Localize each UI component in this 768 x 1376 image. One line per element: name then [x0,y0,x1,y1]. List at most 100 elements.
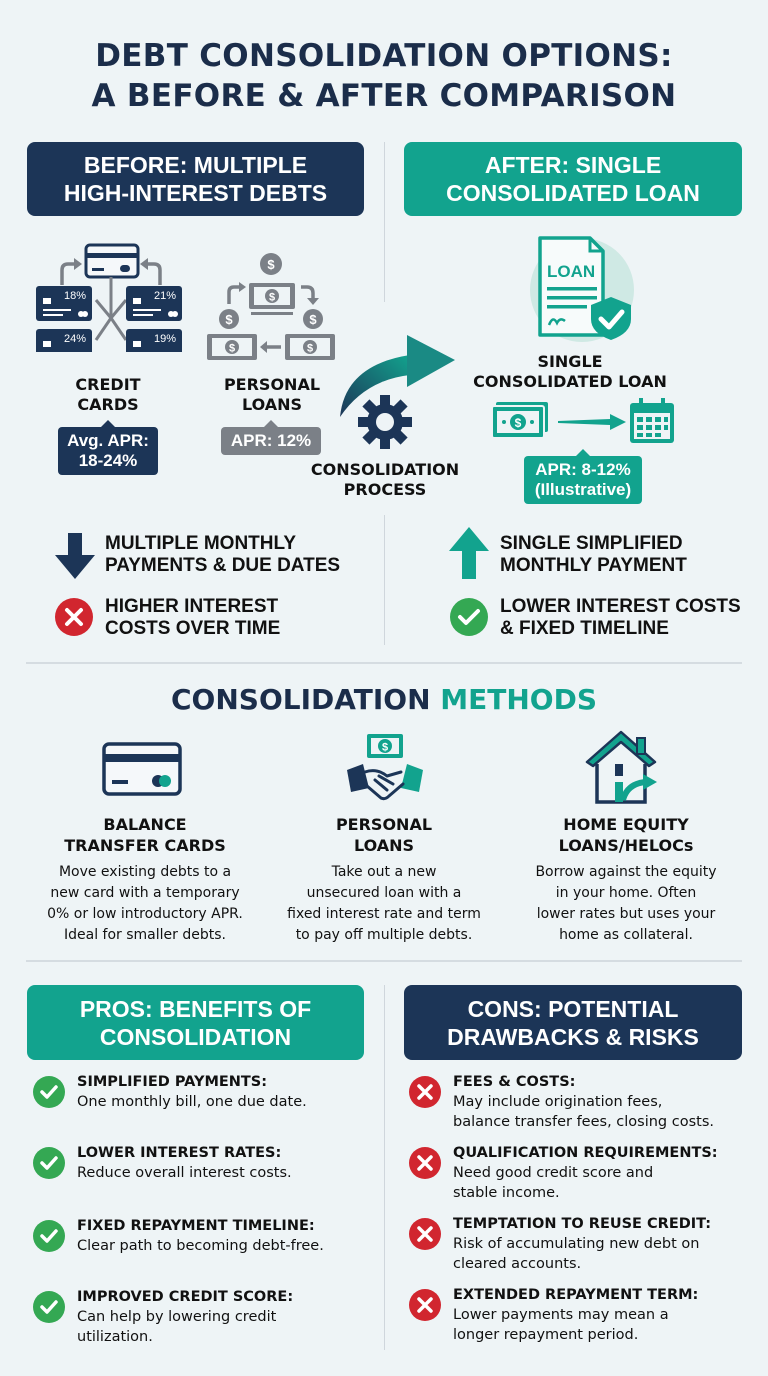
method-1-heading: BALANCE TRANSFER CARDS [40,814,250,856]
svg-text:$: $ [225,312,233,327]
payment-to-calendar-icon: $ [491,398,674,443]
x-circle-icon [409,1147,441,1179]
x-circle-icon [55,598,93,636]
method-1-desc-line: Move existing debts to a [58,864,232,880]
credit-cards-label: CREDIT CARDS [48,375,168,415]
cons-item-desc: longer repayment period. [453,1327,639,1343]
credit-card-icon [102,742,182,796]
method-3-desc-line: in your home. Often [555,885,697,901]
pros-header-line-2: CONSOLIDATION [99,1023,292,1050]
method-1-desc-line: Ideal for smaller debts. [64,927,226,943]
personal-loans-label-line-1: PERSONAL [223,375,321,394]
personal-loans-label: PERSONAL LOANS [210,375,334,415]
single-loan-apr-line-2: (Illustrative) [534,480,632,499]
methods-title-main: CONSOLIDATION [171,683,441,716]
svg-text:21%: 21% [154,290,176,302]
credit-cards-label-line-1: CREDIT [75,375,141,394]
pros-item: IMPROVED CREDIT SCORE: Can help by lower… [33,1287,293,1347]
x-circle-icon [409,1289,441,1321]
cons-item-desc: Risk of accumulating new debt on [453,1236,700,1252]
check-circle-icon [450,598,488,636]
handshake-icon: $ [347,734,423,801]
x-circle-icon [409,1218,441,1250]
process-label-line-2: PROCESS [343,480,427,499]
after-header-line-1: AFTER: SINGLE [484,152,662,178]
check-circle-icon [33,1076,65,1108]
cons-header-line-2: DRAWBACKS & RISKS [447,1023,699,1050]
cons-item: FEES & COSTS: May include origination fe… [409,1072,714,1132]
method-2-heading-line-2: LOANS [353,836,415,855]
after-point-2-line-1: LOWER INTEREST COSTS [500,596,741,617]
consolidation-arrow-icon [340,335,455,417]
before-header: BEFORE: MULTIPLE HIGH-INTEREST DEBTS [27,142,364,216]
svg-text:18%: 18% [64,290,86,302]
method-3-description: Borrow against the equity in your home. … [516,862,736,946]
arrow-up-icon [449,527,489,579]
svg-text:19%: 19% [154,333,176,345]
methods-title-accent: METHODS [440,683,597,716]
pros-item-heading: LOWER INTEREST RATES: [77,1145,282,1161]
method-2-desc-line: unsecured loan with a [306,885,462,901]
method-balance-transfer: BALANCE TRANSFER CARDS Move existing deb… [40,814,250,946]
after-header-line-2: CONSOLIDATED LOAN [446,180,700,206]
before-header-line-1: BEFORE: MULTIPLE [83,152,308,178]
method-2-desc-line: fixed interest rate and term [287,906,481,922]
before-point-1-line-2: PAYMENTS & DUE DATES [105,555,341,576]
before-point-2-line-2: COSTS OVER TIME [105,618,281,639]
method-3-desc-line: home as collateral. [559,927,693,943]
method-1-heading-line-1: BALANCE [103,815,187,834]
check-circle-icon [33,1220,65,1252]
method-3-heading-line-1: HOME EQUITY [563,815,689,834]
cons-item-desc: Need good credit score and [453,1165,654,1181]
before-point-2: HIGHER INTEREST COSTS OVER TIME [105,596,280,640]
pros-item-heading: SIMPLIFIED PAYMENTS: [77,1074,268,1090]
personal-loans-label-line-2: LOANS [241,395,303,414]
method-1-heading-line-2: TRANSFER CARDS [64,836,226,855]
credit-cards-apr-line-1: Avg. APR: [67,431,149,450]
method-2-heading-line-1: PERSONAL [335,815,433,834]
single-loan-apr-line-1: APR: 8-12% [535,460,631,479]
cons-item-heading: FEES & COSTS: [453,1074,576,1090]
pros-item: SIMPLIFIED PAYMENTS: One monthly bill, o… [33,1072,307,1112]
x-circle-icon [409,1076,441,1108]
method-3-heading-line-2: LOANS/HELOCs [558,836,694,855]
personal-loans-apr-badge: APR: 12% [221,420,321,455]
method-2-desc-line: to pay off multiple debts. [295,927,473,943]
title-line-1: DEBT CONSOLIDATION OPTIONS: [95,38,673,74]
gear-icon [358,395,412,449]
before-header-line-2: HIGH-INTEREST DEBTS [63,180,328,206]
cons-item-desc: May include origination fees, [453,1094,663,1110]
pros-item-heading: IMPROVED CREDIT SCORE: [77,1289,294,1305]
check-circle-icon [33,1147,65,1179]
before-point-1-line-1: MULTIPLE MONTHLY [105,533,297,554]
single-loan-apr-badge: APR: 8-12% (Illustrative) [524,449,642,504]
pros-header: PROS: BENEFITS OF CONSOLIDATION [27,985,364,1060]
cons-item-desc: Lower payments may mean a [453,1307,669,1323]
process-label-line-1: CONSOLIDATION [310,460,460,479]
single-loan-label-line-1: SINGLE [537,352,603,371]
svg-text:$: $ [382,742,388,754]
after-point-1-line-2: MONTHLY PAYMENT [500,555,687,576]
divider-horizontal-1 [26,662,742,664]
credit-cards-apr-line-2: 18-24% [78,451,138,470]
cons-item-desc: stable income. [453,1185,560,1201]
pros-item-desc: Reduce overall interest costs. [77,1165,292,1181]
pros-item-desc: Can help by lowering credit [77,1309,277,1325]
divider-vertical-top [384,142,385,302]
page-title: DEBT CONSOLIDATION OPTIONS: A BEFORE & A… [0,36,768,116]
cash-cycle-icon: $$$ $ $ $ [207,253,335,360]
divider-horizontal-2 [26,960,742,962]
svg-text:LOAN: LOAN [547,262,595,281]
cons-item-heading: EXTENDED REPAYMENT TERM: [453,1287,699,1303]
method-3-desc-line: lower rates but uses your [536,906,716,922]
method-1-desc-line: new card with a temporary [50,885,240,901]
svg-text:$: $ [267,257,275,272]
consolidation-process-label: CONSOLIDATION PROCESS [295,460,475,500]
method-3-heading: HOME EQUITY LOANS/HELOCs [516,814,736,856]
svg-text:24%: 24% [64,333,86,345]
svg-text:$: $ [515,416,522,430]
after-point-2: LOWER INTEREST COSTS & FIXED TIMELINE [500,596,741,640]
cons-item: EXTENDED REPAYMENT TERM: Lower payments … [409,1285,698,1345]
method-1-desc-line: 0% or low introductory APR. [47,906,243,922]
title-line-2: A BEFORE & AFTER COMPARISON [91,78,677,114]
